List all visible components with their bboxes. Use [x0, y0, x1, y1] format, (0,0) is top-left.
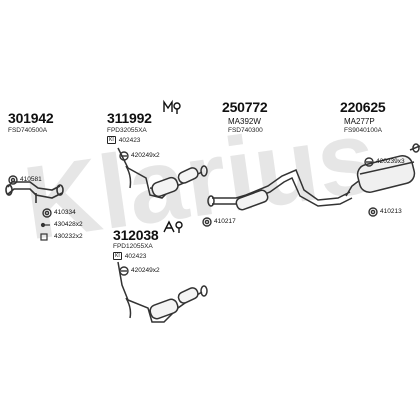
label-420239: 420239x3 — [376, 158, 405, 165]
kit-ref-402423-top: KI 402423 — [107, 136, 140, 144]
gasket-410217 — [202, 217, 212, 227]
nut-430232 — [40, 233, 48, 241]
ref-ma392w: MA392W — [228, 117, 261, 126]
catalytic-converter-top — [117, 147, 208, 199]
label-430232: 430232x2 — [54, 233, 83, 240]
label-410334: 410334 — [54, 209, 76, 216]
kit-ref-label: 402423 — [118, 136, 141, 144]
clamp-420249-top — [119, 151, 129, 161]
gasket-410581 — [8, 175, 18, 185]
centre-pipe — [207, 169, 353, 211]
label-410213: 410213 — [380, 208, 402, 215]
catalytic-converter-bottom — [117, 261, 208, 323]
ref-fpd12055xa: FPD12055XA — [113, 243, 153, 250]
kit-ref-402423-bottom: KI 402423 — [113, 252, 146, 260]
part-number-311992: 311992 — [107, 110, 152, 126]
ki-badge: KI — [107, 136, 116, 144]
ref-fsd740300: FSD740300 — [228, 127, 263, 134]
fitting-kit-icon — [163, 220, 183, 233]
ref-fs9040100a: FS9040100A — [344, 127, 382, 134]
part-number-301942: 301942 — [8, 110, 54, 126]
gasket-410213 — [368, 207, 378, 217]
part-number-250772: 250772 — [222, 99, 268, 115]
ref-fpd32055xa: FPD32055XA — [107, 127, 147, 134]
label-420249-bottom: 420249x2 — [131, 267, 160, 274]
part-number-220625: 220625 — [340, 99, 386, 115]
label-430428: 430428x2 — [54, 221, 83, 228]
clamp-420249-bottom — [119, 266, 129, 276]
label-420249-top: 420249x2 — [131, 152, 160, 159]
gasket-410334 — [42, 208, 52, 218]
ref-fsd740500a: FSD740500A — [8, 127, 48, 134]
ref-ma277p: MA277P — [344, 117, 375, 126]
part-number-312038: 312038 — [113, 227, 159, 243]
front-downpipe — [5, 181, 64, 203]
mount-420239 — [364, 157, 374, 167]
label-410217: 410217 — [214, 218, 236, 225]
mounting-kit-icon — [163, 99, 181, 114]
bolt-430428 — [40, 222, 50, 228]
kit-ref-label: 402423 — [124, 252, 147, 260]
ki-badge: KI — [113, 252, 122, 260]
label-410581: 410581 — [20, 176, 42, 183]
